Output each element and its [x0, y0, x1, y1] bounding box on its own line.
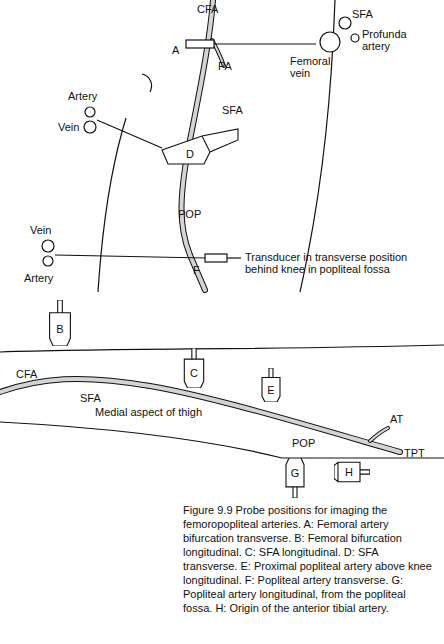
- anatomy-label: A: [172, 44, 179, 56]
- thigh-outline: [0, 422, 444, 458]
- transducer-probe: H: [334, 458, 370, 486]
- anatomy-label: CFA: [197, 3, 218, 15]
- anatomy-label: Profunda artery: [362, 28, 414, 52]
- probe-letter: H: [345, 466, 353, 478]
- probe-letter: B: [56, 323, 63, 335]
- anatomy-label: PA: [218, 60, 232, 72]
- transducer-probe: B: [45, 300, 75, 346]
- anatomy-label: SFA: [352, 8, 373, 20]
- anatomy-label: POP: [178, 208, 201, 220]
- transducer-probe: C: [180, 348, 208, 388]
- transducer-probe: E: [258, 368, 284, 402]
- anatomy-label: AT: [390, 413, 403, 425]
- anatomy-label: Femoral vein: [290, 55, 342, 79]
- anatomy-label: Medial aspect of thigh: [95, 406, 202, 418]
- anatomy-label: TPT: [404, 447, 425, 459]
- anatomy-label: Vein: [30, 224, 51, 236]
- transducer-probe: G: [282, 458, 308, 498]
- probe-letter: D: [186, 148, 194, 160]
- probe-letter: C: [190, 367, 198, 379]
- figure-caption: Figure 9.9 Probe positions for imaging t…: [183, 503, 435, 615]
- thigh-outline: [0, 345, 444, 352]
- anatomy-label: Transducer in transverse position behind…: [245, 251, 440, 275]
- probe-outline: [160, 126, 240, 166]
- anatomy-label: Vein: [58, 121, 79, 133]
- groin-outline: [142, 74, 152, 92]
- probe-letter: G: [291, 467, 300, 479]
- anatomy-label: SFA: [222, 104, 243, 116]
- thigh-outline: [98, 118, 126, 292]
- transducer-probe: D: [160, 126, 240, 166]
- anatomy-label: POP: [292, 437, 315, 449]
- anatomy-label: SFA: [80, 392, 101, 404]
- anatomy-label: Artery: [68, 90, 97, 102]
- anatomy-label: F: [193, 264, 200, 276]
- anatomy-label: Artery: [24, 272, 53, 284]
- anatomy-label: CFA: [16, 368, 37, 380]
- probe-letter: E: [267, 384, 274, 396]
